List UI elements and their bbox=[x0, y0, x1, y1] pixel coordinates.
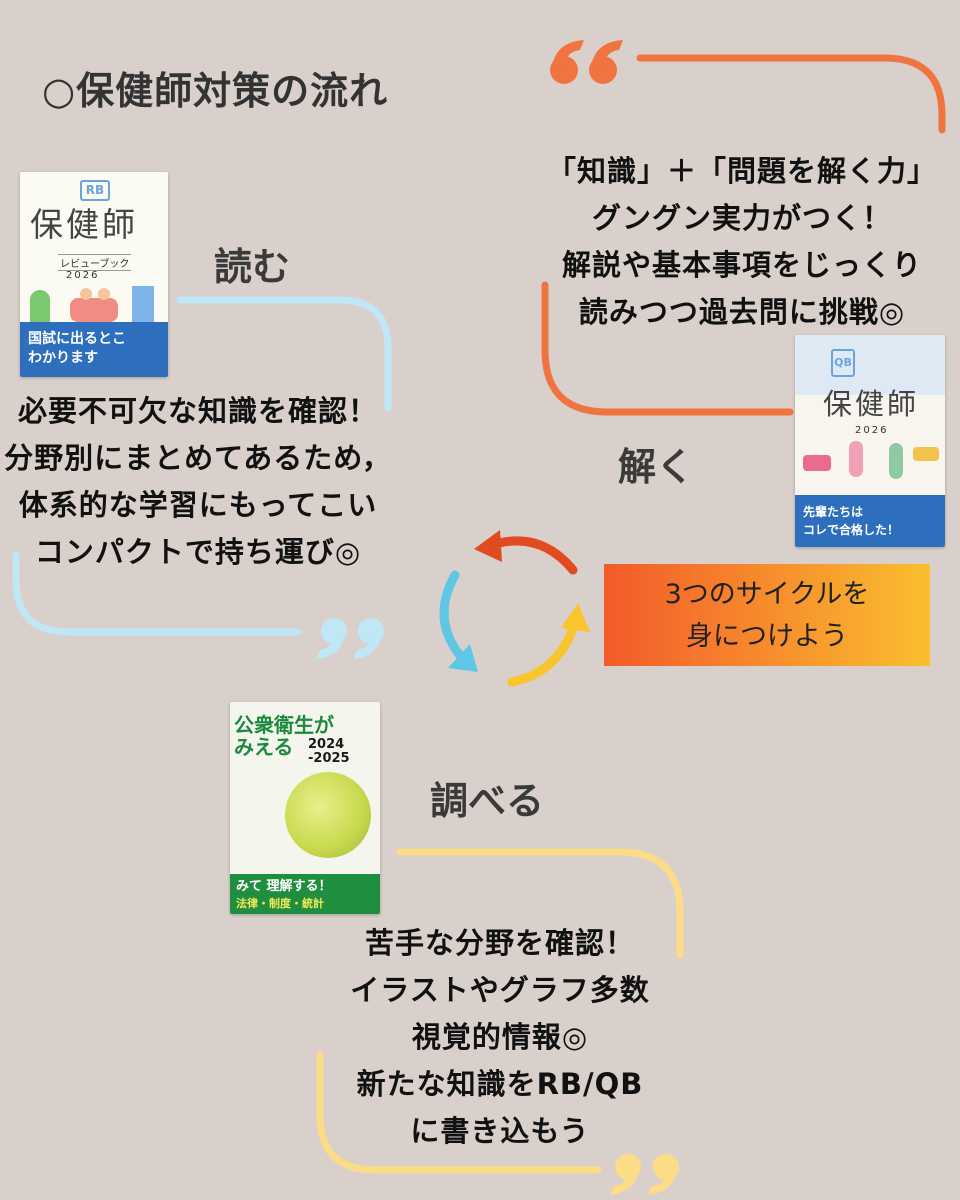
rb-title: 保健師 bbox=[30, 205, 138, 244]
cycle-callout: 3つのサイクルを 身につけよう bbox=[604, 564, 930, 666]
rb-illustration bbox=[28, 282, 160, 326]
qb-band: 先輩たちは コレで合格した！ bbox=[795, 495, 945, 547]
read-line: 体系的な学習にもってこい bbox=[18, 488, 378, 522]
mieru-book-cover: 公衆衛生が みえる 2024 -2025 みて 理解する！ 法律・制度・統計 bbox=[230, 702, 380, 914]
cycle-callout-line: 身につけよう bbox=[686, 621, 848, 652]
research-line: 苦手な分野を確認！ bbox=[364, 926, 635, 960]
read-heading: 読む bbox=[214, 245, 291, 289]
globe-icon bbox=[285, 772, 371, 858]
read-line: 分野別にまとめてあるため， bbox=[4, 441, 392, 475]
research-line: に書き込もう bbox=[410, 1114, 590, 1148]
qb-year: 2026 bbox=[855, 425, 889, 436]
cycle-arrows-icon bbox=[439, 530, 590, 687]
qb-illustration bbox=[801, 437, 939, 481]
mieru-title: 公衆衛生が みえる bbox=[234, 714, 334, 758]
rb-year: 2026 bbox=[66, 270, 100, 281]
cycle-callout-line: 3つのサイクルを bbox=[664, 579, 870, 610]
mieru-years: 2024 -2025 bbox=[308, 738, 350, 766]
read-line: 必要不可欠な知識を確認！ bbox=[17, 394, 378, 428]
mieru-title-line: みえる bbox=[234, 735, 294, 759]
research-line: イラストやグラフ多数 bbox=[350, 973, 650, 1007]
research-heading: 調べる bbox=[430, 779, 545, 823]
close-quote-blue-icon bbox=[316, 618, 384, 659]
read-text: 必要不可欠な知識を確認！ 分野別にまとめてあるため， 体系的な学習にもってこい … bbox=[0, 388, 396, 576]
rb-band-line: わかります bbox=[28, 350, 98, 366]
solve-line: グングン実力がつく！ bbox=[591, 201, 892, 235]
read-line: コンパクトで持ち運び◎ bbox=[34, 535, 362, 569]
qb-logo: QB bbox=[831, 349, 855, 377]
solve-line: 読みつつ過去問に挑戦◎ bbox=[578, 295, 906, 329]
page-title: ○保健師対策の流れ bbox=[42, 69, 389, 113]
rb-band: 国試に出るとこ わかります bbox=[20, 322, 168, 377]
research-text: 苦手な分野を確認！ イラストやグラフ多数 視覚的情報◎ 新たな知識をRB/QB … bbox=[300, 920, 700, 1155]
mieru-band-line: 法律・制度・統計 bbox=[236, 897, 324, 910]
question-bank-cover: QB 保健師 2026 先輩たちは コレで合格した！ bbox=[795, 335, 945, 547]
open-quote-orange-icon bbox=[550, 40, 623, 84]
mieru-title-line: 公衆衛生が bbox=[234, 713, 334, 737]
rb-subtitle: レビューブック bbox=[58, 254, 132, 271]
research-line: 視覚的情報◎ bbox=[411, 1020, 589, 1054]
rb-band-line: 国試に出るとこ bbox=[28, 331, 126, 347]
mieru-year-line: 2024 bbox=[308, 737, 345, 752]
solve-line: 「知識」＋「問題を解く力」 bbox=[546, 154, 937, 188]
qb-title: 保健師 bbox=[823, 387, 920, 421]
solve-heading: 解く bbox=[618, 445, 695, 489]
mieru-year-line: -2025 bbox=[308, 751, 350, 766]
research-line: 新たな知識をRB/QB bbox=[356, 1067, 644, 1101]
solve-text: 「知識」＋「問題を解く力」 グングン実力がつく！ 解説や基本事項をじっくり 読み… bbox=[534, 148, 950, 336]
rb-logo: RB bbox=[80, 180, 110, 201]
close-quote-yellow-icon bbox=[610, 1154, 679, 1195]
mieru-band: みて 理解する！ 法律・制度・統計 bbox=[230, 874, 380, 914]
review-book-cover: RB 保健師 レビューブック 2026 国試に出るとこ わかります bbox=[20, 172, 168, 377]
solve-line: 解説や基本事項をじっくり bbox=[561, 248, 922, 282]
qb-band-line: 先輩たちは bbox=[803, 505, 864, 519]
mieru-band-line: みて 理解する！ bbox=[236, 879, 332, 894]
qb-band-line: コレで合格した！ bbox=[803, 523, 900, 537]
